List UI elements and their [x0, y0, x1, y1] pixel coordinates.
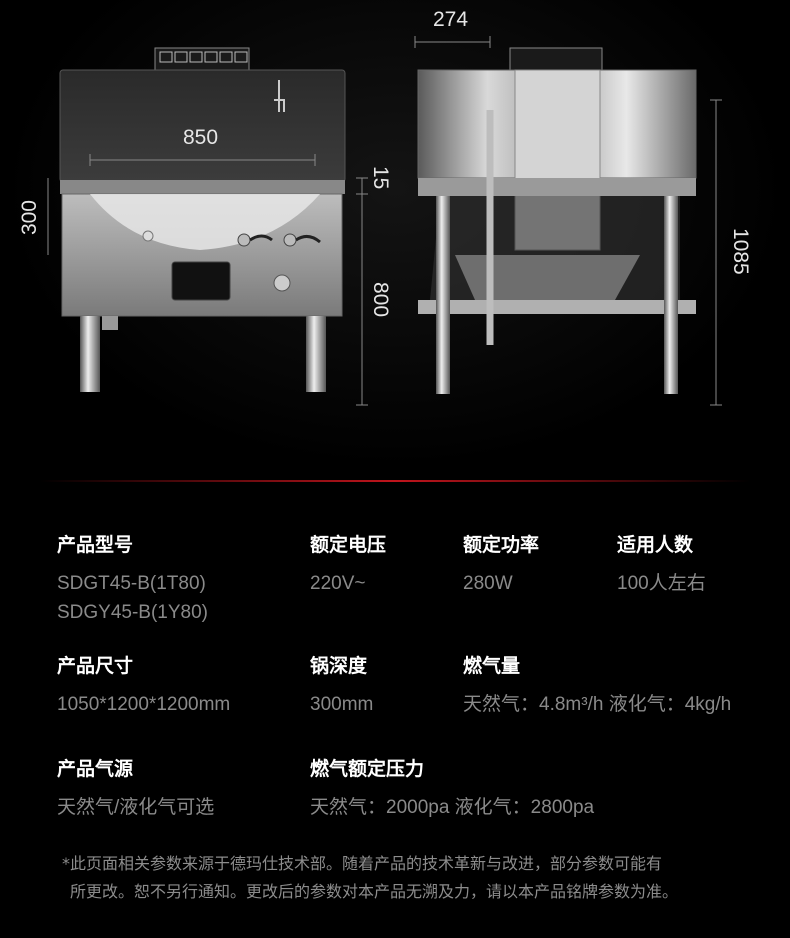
spec-power: 额定功率 280W [463, 530, 539, 598]
spec-label: 燃气量 [463, 655, 521, 677]
spec-capacity: 适用人数 100人左右 [617, 530, 706, 598]
spec-label: 产品气源 [57, 758, 134, 780]
spec-value: 280W [463, 573, 513, 594]
spec-value: 天然气：4.8m³/h 液化气：4kg/h [463, 694, 732, 715]
spec-label: 锅深度 [310, 655, 368, 677]
spec-value-line: SDGT45-B(1T80) [57, 573, 206, 594]
spec-value: 300mm [310, 694, 374, 715]
spec-size: 产品尺寸 1050*1200*1200mm [57, 651, 230, 719]
disclaimer-line: *此页面相关参数来源于德玛仕技术部。随着产品的技术革新与改进，部分参数可能有 [62, 854, 663, 873]
front-view [47, 47, 368, 406]
spec-value: 天然气/液化气可选 [57, 797, 215, 818]
spec-value: 100人左右 [617, 573, 706, 594]
dim-height-1085: 1085 [729, 228, 752, 275]
spec-gas-consumption: 燃气量 天然气：4.8m³/h 液化气：4kg/h [463, 651, 731, 719]
dim-depth-274: 274 [433, 8, 469, 31]
spec-gas-pressure: 燃气额定压力 天然气：2000pa 液化气：2800pa [310, 754, 594, 822]
side-view [414, 36, 722, 406]
spec-pot-depth: 锅深度 300mm [310, 651, 373, 719]
spec-value: SDGT45-B(1T80) SDGY45-B(1Y80) [57, 569, 208, 627]
disclaimer-line: 所更改。恕不另行通知。更改后的参数对本产品无溯及力，请以本产品铭牌参数为准。 [70, 882, 679, 901]
spec-label: 额定功率 [463, 534, 540, 556]
spec-label: 额定电压 [310, 534, 387, 556]
spec-model: 产品型号 SDGT45-B(1T80) SDGY45-B(1Y80) [57, 530, 208, 627]
spec-label: 燃气额定压力 [310, 758, 425, 780]
spec-gas-source: 产品气源 天然气/液化气可选 [57, 754, 214, 822]
disclaimer-note: *此页面相关参数来源于德玛仕技术部。随着产品的技术革新与改进，部分参数可能有 所… [62, 850, 752, 906]
product-illustration-area: 850 274 300 15 800 1085 [0, 0, 790, 470]
dim-pot-depth-300: 300 [18, 200, 41, 236]
stove-diagram [47, 36, 722, 406]
spec-label: 产品型号 [57, 534, 134, 556]
dim-width-850: 850 [183, 126, 219, 149]
red-divider [40, 480, 750, 482]
dim-height-800: 800 [369, 282, 392, 318]
spec-value-line: SDGY45-B(1Y80) [57, 602, 209, 623]
spec-label: 产品尺寸 [57, 655, 134, 677]
spec-value: 1050*1200*1200mm [57, 694, 231, 715]
spec-value: 天然气：2000pa 液化气：2800pa [310, 797, 595, 818]
spec-label: 适用人数 [617, 534, 694, 556]
spec-voltage: 额定电压 220V~ [310, 530, 386, 598]
spec-value: 220V~ [310, 573, 366, 594]
dim-rim-15: 15 [369, 166, 392, 190]
